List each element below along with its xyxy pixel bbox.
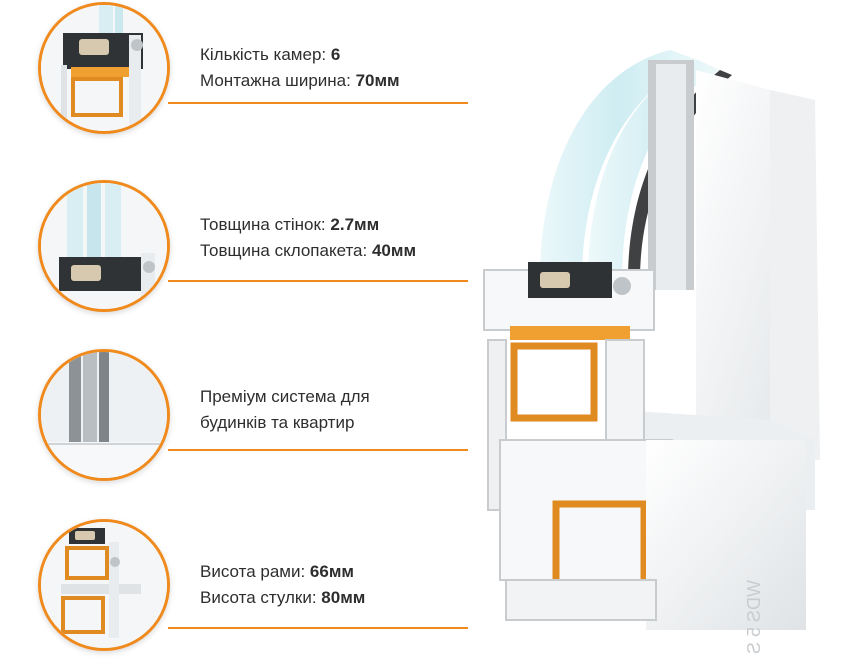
feature-label: Товщина стінок: (200, 215, 331, 234)
glass-unit-image (41, 183, 167, 309)
feature-value: 6 (330, 45, 341, 64)
profile-cross-section-image (41, 522, 167, 648)
feature-row-chambers: Кількість камер: 6 Монтажна ширина: 70мм (0, 2, 470, 152)
profile-detail-thumbnail (38, 519, 170, 651)
feature-label: Висота стулки: (200, 588, 322, 607)
feature-text: Кількість камер: 6 Монтажна ширина: 70мм (200, 42, 400, 94)
feature-label: Товщина склопакета: (200, 241, 372, 260)
feature-value: 2.7мм (330, 215, 380, 234)
feature-row-thickness: Товщина стінок: 2.7мм Товщина склопакета… (0, 180, 470, 330)
profile-detail-thumbnail (38, 349, 170, 481)
frame-corner-image (41, 352, 167, 478)
orange-divider (168, 627, 468, 629)
feature-text: Преміум система для будинків та квартир (200, 384, 370, 436)
profile-detail-thumbnail (38, 2, 170, 134)
profile-section-image (41, 5, 167, 131)
feature-label: будинків та квартир (200, 413, 355, 432)
profile-detail-thumbnail (38, 180, 170, 312)
feature-value: 40мм (371, 241, 417, 260)
window-profile-render: WDS 5 S (483, 50, 820, 654)
orange-divider (168, 449, 468, 451)
feature-label: Монтажна ширина: (200, 71, 356, 90)
feature-label: Кількість камер: (200, 45, 331, 64)
feature-row-heights: Висота рами: 66мм Висота стулки: 80мм (0, 519, 470, 669)
feature-value: 70мм (355, 71, 400, 90)
feature-text: Товщина стінок: 2.7мм Товщина склопакета… (200, 212, 416, 264)
orange-divider (168, 280, 468, 282)
feature-value: 66мм (309, 562, 354, 581)
feature-text: Висота рами: 66мм Висота стулки: 80мм (200, 559, 365, 611)
feature-label: Преміум система для (200, 387, 370, 406)
feature-row-premium: Преміум система для будинків та квартир (0, 349, 470, 499)
feature-label: Висота рами: (200, 562, 310, 581)
profile-marking-text: WDS 5 S (744, 580, 764, 654)
feature-value: 80мм (321, 588, 366, 607)
orange-divider (168, 102, 468, 104)
